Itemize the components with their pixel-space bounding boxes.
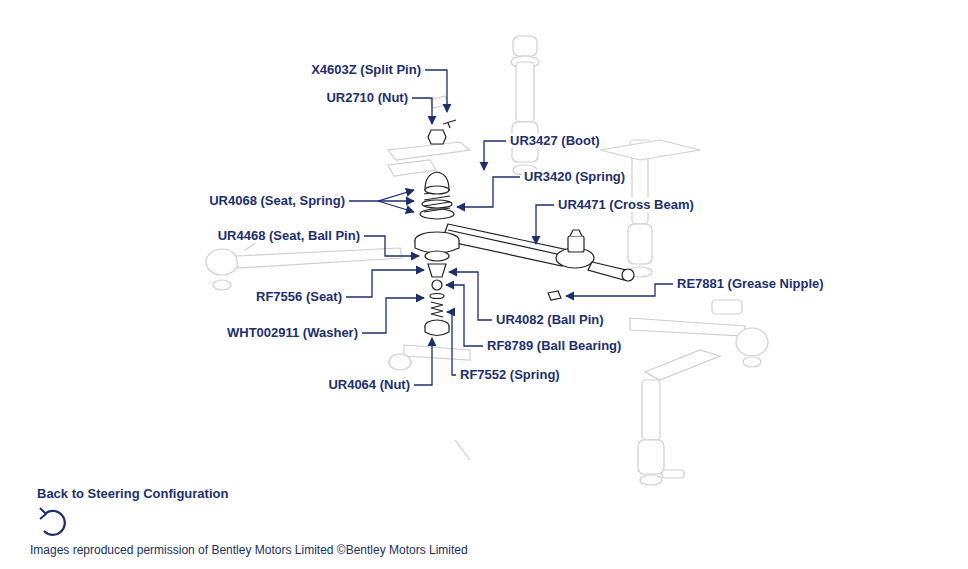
leader-lines — [346, 70, 673, 385]
part-label: UR4082 (Ball Pin) — [494, 312, 606, 327]
part-label: UR2710 (Nut) — [324, 90, 410, 105]
part-label: RE7881 (Grease Nipple) — [675, 276, 826, 291]
nav-link: Back to Steering Configuration — [35, 486, 230, 501]
cross-beam-assembly — [415, 120, 634, 336]
faded-assembly — [206, 36, 768, 485]
part-label: UR4068 (Seat, Spring) — [207, 193, 347, 208]
part-label: UR3420 (Spring) — [522, 169, 627, 184]
part-label: UR3427 (Boot) — [508, 133, 602, 148]
part-label: RF7552 (Spring) — [458, 367, 562, 382]
part-label: UR4064 (Nut) — [326, 377, 412, 392]
part-label: UR4468 (Seat, Ball Pin) — [216, 228, 362, 243]
back-icon — [40, 508, 65, 535]
part-label: RF8789 (Ball Bearing) — [485, 338, 623, 353]
part-label: UR4471 (Cross Beam) — [556, 197, 696, 212]
part-label: RF7556 (Seat) — [254, 289, 344, 304]
caption: Images reproduced permission of Bentley … — [28, 543, 470, 557]
part-label: WHT002911 (Washer) — [225, 325, 360, 340]
part-label: X4603Z (Split Pin) — [309, 62, 423, 77]
